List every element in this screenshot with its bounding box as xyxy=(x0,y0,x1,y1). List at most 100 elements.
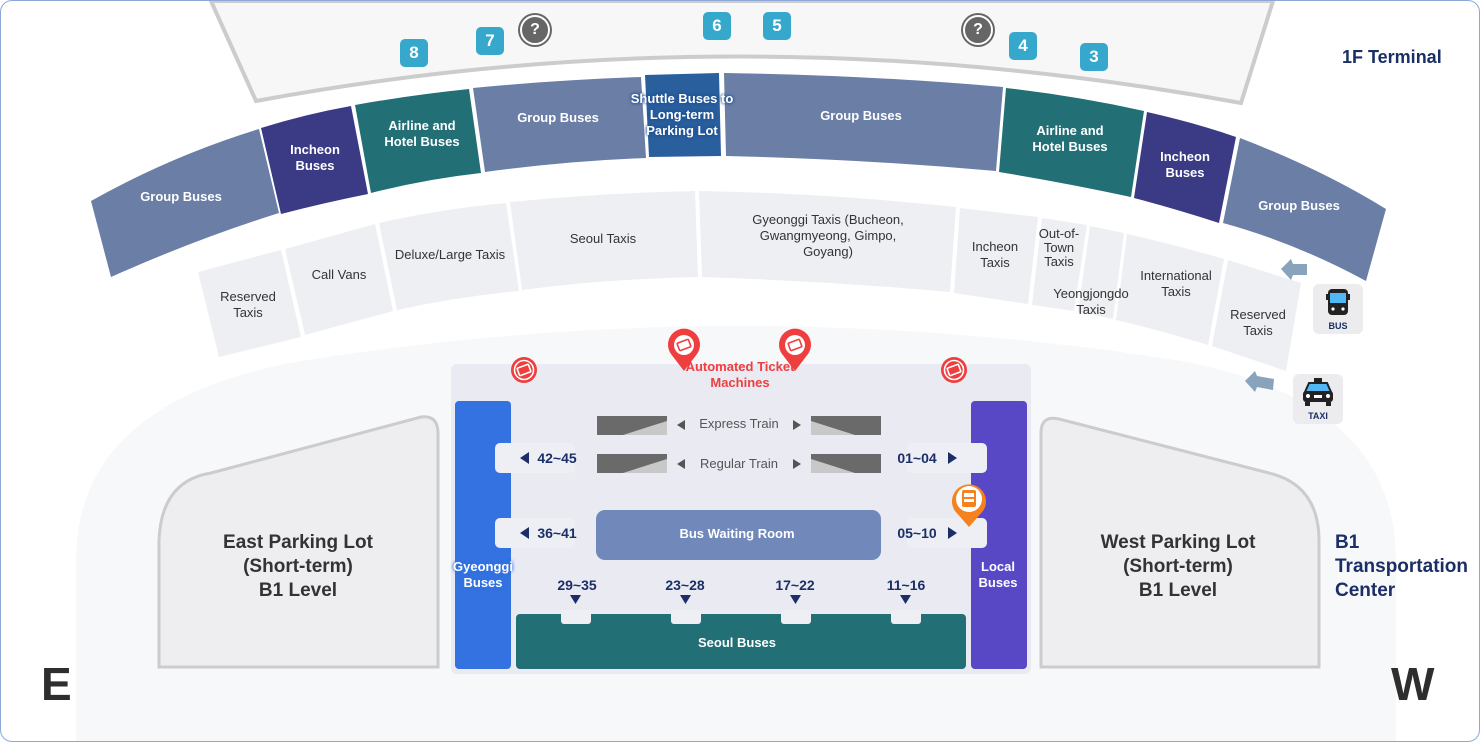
bus-zone-incheon-buses-2[interactable] xyxy=(1134,112,1236,223)
taxi-zone-label: Call Vans xyxy=(311,267,367,282)
terminal-floor-label: 1F Terminal xyxy=(1342,47,1442,67)
west-parking-level: B1 Level xyxy=(1138,580,1218,601)
taxi-zone-label: Yeongjongdo Taxis xyxy=(1053,286,1129,317)
gate-5[interactable]: 5 xyxy=(763,12,791,40)
taxi-zone-label: Deluxe/Large Taxis xyxy=(394,247,506,262)
bus-gate-range: 42~45 xyxy=(537,450,577,466)
bus-zone-group-buses-4[interactable] xyxy=(1223,138,1386,281)
gate-8[interactable]: 8 xyxy=(400,39,428,67)
help-icon[interactable]: ? xyxy=(963,15,993,45)
bus-direction-arrow-icon xyxy=(1281,259,1307,280)
bus-zone-label: Airline and Hotel Buses xyxy=(1032,123,1108,154)
bus-zone-row xyxy=(91,73,1386,281)
taxi-zone-reserved-1[interactable] xyxy=(198,250,301,357)
taxi-zone-label: Incheon Taxis xyxy=(971,239,1019,270)
east-parking-name: East Parking Lot xyxy=(223,532,373,553)
bus-zone-airline-hotel-1[interactable] xyxy=(355,89,481,193)
bus-zone-group-buses-1[interactable] xyxy=(91,129,279,277)
express-train-escalator-left xyxy=(597,416,667,435)
terminal-building xyxy=(208,1,1276,106)
ticket-machine-icon[interactable] xyxy=(511,357,537,383)
taxi-zone-reserved-2[interactable] xyxy=(1212,260,1301,371)
arrow-down-icon xyxy=(680,595,691,604)
ticket-machine-pin-icon[interactable] xyxy=(779,328,811,371)
help-icon[interactable]: ? xyxy=(520,15,550,45)
seoul-buses-label: Seoul Buses xyxy=(697,635,777,650)
gate-4[interactable]: 4 xyxy=(1009,32,1037,60)
gate-6[interactable]: 6 xyxy=(703,12,731,40)
taxi-direction-arrow-icon xyxy=(1245,371,1274,392)
bus-zone-group-buses-2[interactable] xyxy=(473,77,646,172)
arrow-left-icon xyxy=(520,452,529,464)
taxi-zone-label: Gyeonggi Taxis (Bucheon, Gwangmyeong, Gi… xyxy=(752,212,904,259)
east-parking-lot[interactable] xyxy=(157,415,440,669)
bus-waiting-room-label: Bus Waiting Room xyxy=(679,526,795,541)
bus-waiting-room[interactable] xyxy=(596,510,881,560)
taxi-zone-international[interactable] xyxy=(1116,234,1224,345)
transport-center-title: B1 Transportation Center xyxy=(1335,532,1469,601)
taxi-zone-gyeonggi[interactable] xyxy=(699,191,956,292)
gyeonggi-buses-label: Gyeonggi Buses xyxy=(453,559,513,590)
regular-train-escalator-left xyxy=(597,454,667,473)
regular-train-label[interactable]: Regular Train xyxy=(699,456,779,471)
bus-zone-group-buses-3[interactable] xyxy=(724,73,1003,171)
arrow-right-icon xyxy=(948,452,957,464)
taxi-zone-yeongjongdo[interactable] xyxy=(1078,226,1124,319)
taxi-zone-incheon[interactable] xyxy=(954,208,1038,304)
west-parking-type: (Short-term) xyxy=(1123,556,1233,577)
bus-gate-range: 01~04 xyxy=(897,450,937,466)
bus-zone-label: Group Buses xyxy=(1258,198,1340,213)
arrow-right-icon xyxy=(948,527,957,539)
express-train-escalator-right xyxy=(811,416,881,435)
bus-zone-airline-hotel-2[interactable] xyxy=(999,88,1144,197)
taxi-icon xyxy=(1303,378,1333,406)
taxi-zone-label: Reserved Taxis xyxy=(220,289,276,320)
taxi-zone-deluxe-large[interactable] xyxy=(379,203,519,310)
bus-zone-incheon-buses-1[interactable] xyxy=(261,106,368,214)
arrow-down-icon xyxy=(570,595,581,604)
ticket-machine-icon[interactable] xyxy=(941,357,967,383)
seoul-buses-zone[interactable] xyxy=(516,614,966,669)
gate-7[interactable]: 7 xyxy=(476,27,504,55)
east-parking-type: (Short-term) xyxy=(243,556,353,577)
ticket-machines-label: Automated Ticket Machines xyxy=(685,359,795,390)
arrow-right-icon xyxy=(793,420,801,430)
bus-zone-label: Group Buses xyxy=(820,108,902,123)
taxi-legend: TAXI xyxy=(1293,374,1343,424)
bus-zone-label: Group Buses xyxy=(517,110,599,125)
taxi-zone-label: International Taxis xyxy=(1140,268,1212,299)
taxi-zone-out-of-town[interactable] xyxy=(1032,218,1087,311)
taxi-zone-call-vans[interactable] xyxy=(285,224,393,335)
bus-gate-range: 29~35 xyxy=(557,577,597,593)
ticket-machine-pin-icon[interactable] xyxy=(668,328,701,371)
bus-zone-label: Incheon Buses xyxy=(290,142,340,173)
bus-zone-label: Group Buses xyxy=(140,189,222,204)
arrow-down-icon xyxy=(900,595,911,604)
west-parking-name: West Parking Lot xyxy=(1100,532,1256,553)
bus-gate-range: 17~22 xyxy=(775,577,815,593)
bus-icon xyxy=(1326,289,1350,315)
taxi-legend-label: TAXI xyxy=(1308,411,1328,421)
gate-3[interactable]: 3 xyxy=(1080,43,1108,71)
bus-zone-label: Airline and Hotel Buses xyxy=(384,118,460,149)
bus-gate-range: 36~41 xyxy=(537,525,577,541)
taxi-zone-label: Seoul Taxis xyxy=(569,231,637,246)
arrow-left-icon xyxy=(520,527,529,539)
west-parking-lot[interactable] xyxy=(1039,416,1321,669)
bus-zone-shuttle-long-term[interactable] xyxy=(645,73,721,157)
express-train-label[interactable]: Express Train xyxy=(699,416,779,431)
east-parking-label: East Parking Lot (Short-term) B1 Level xyxy=(223,531,373,603)
arrow-right-icon xyxy=(793,459,801,469)
taxi-zone-seoul[interactable] xyxy=(510,191,698,290)
bus-stop-pin-icon[interactable] xyxy=(952,484,987,527)
taxi-zone-label: Out-of-Town Taxis xyxy=(1038,226,1080,269)
bus-zone-label: Shuttle Buses to Long-term Parking Lot xyxy=(630,91,734,138)
bus-zone-label: Incheon Buses xyxy=(1160,149,1210,180)
regular-train-escalator-right xyxy=(811,454,881,473)
bus-legend-label: BUS xyxy=(1328,321,1348,331)
taxi-zone-label: Reserved Taxis xyxy=(1230,307,1286,338)
arrow-left-icon xyxy=(677,420,685,430)
compass-east: E xyxy=(41,658,72,710)
bus-legend: BUS xyxy=(1313,284,1363,334)
